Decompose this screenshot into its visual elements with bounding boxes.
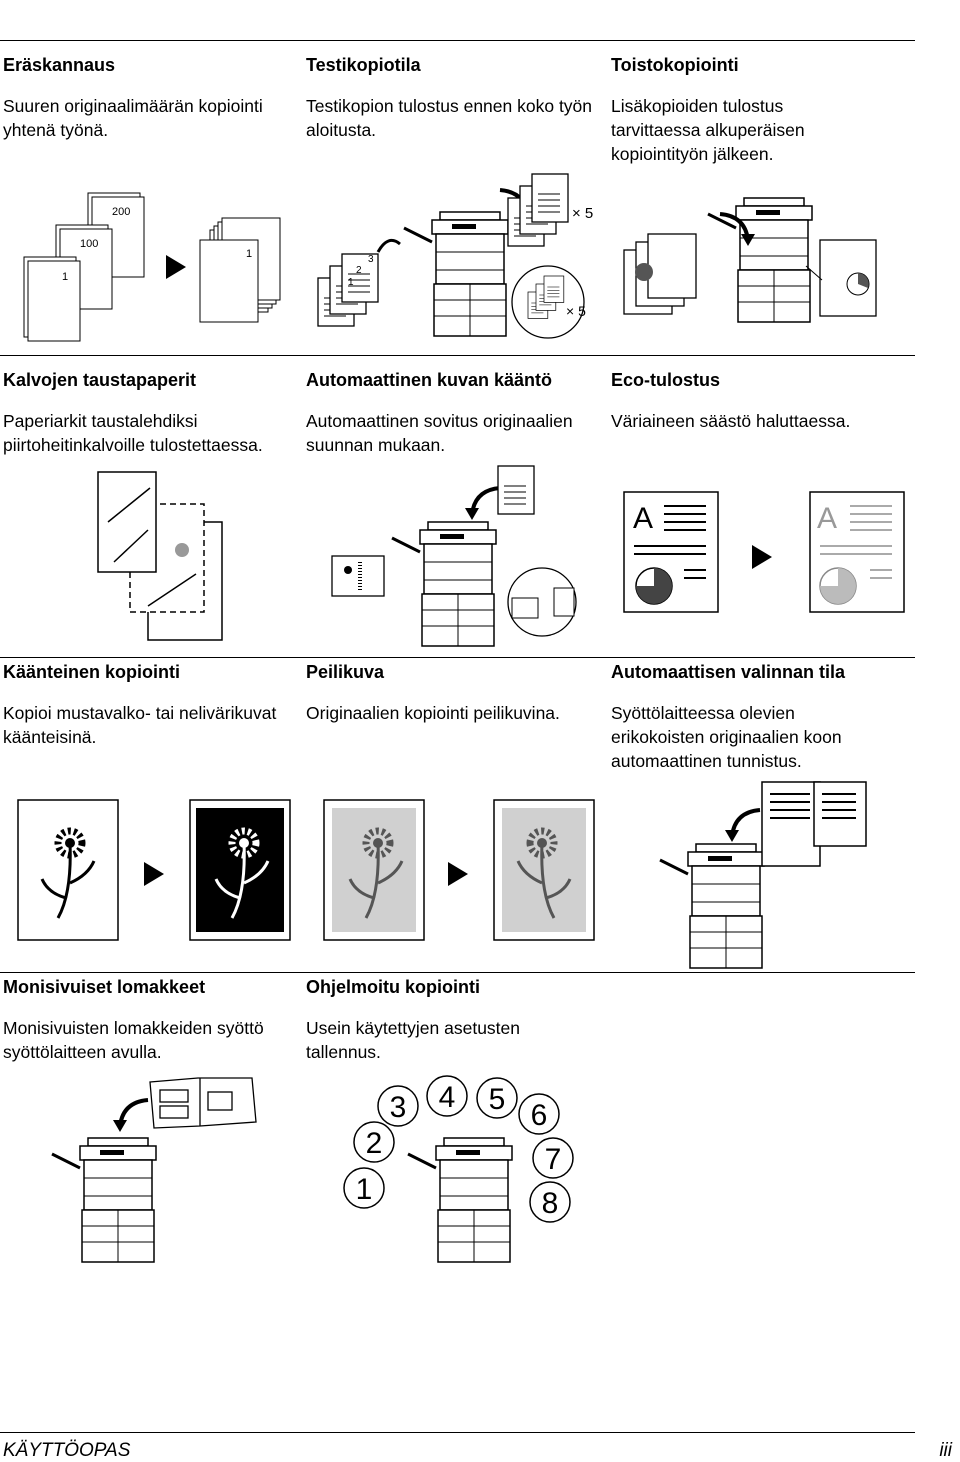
auto-selection-illustration	[658, 781, 867, 970]
feature-eraskannaus: Eräskannaus Suuren originaalimäärän kopi…	[3, 54, 303, 142]
feature-desc: Suuren originaalimäärän kopiointi yhtenä…	[3, 96, 263, 140]
negative-copy-illustration	[17, 799, 291, 941]
section-rule-4	[0, 972, 915, 973]
feature-title: Peilikuva	[306, 662, 385, 682]
auto-rotate-illustration	[331, 465, 577, 648]
stack-label-200: 200	[112, 206, 130, 218]
feature-valinta: Automaattisen valinnan tila Syöttölaitte…	[611, 661, 881, 773]
mirror-image-illustration	[323, 799, 595, 941]
section-rule-3	[0, 657, 915, 658]
page-number: iii	[939, 1440, 952, 1461]
manual-title: KÄYTTÖOPAS	[3, 1440, 131, 1461]
times-five-label-small: × 5	[566, 303, 586, 319]
transparency-backing-illustration	[97, 471, 223, 641]
feature-desc: Syöttölaitteessa olevien erikokoisten or…	[611, 703, 842, 771]
feature-desc: Paperiarkit taustalehdiksi piirtoheitink…	[3, 411, 263, 455]
test-page-3: 3	[368, 254, 374, 265]
feature-desc: Kopioi mustavalko- tai nelivärikuvat kää…	[3, 703, 277, 747]
section-rule-1	[0, 40, 915, 41]
feature-title: Ohjelmoitu kopiointi	[306, 977, 480, 997]
feature-title: Testikopiotila	[306, 55, 421, 75]
multipage-forms-illustration	[50, 1077, 257, 1264]
program-copy-illustration: 1 2 3 4 5 6 7 8	[343, 1075, 574, 1264]
feature-title: Kalvojen taustapaperit	[3, 370, 197, 390]
feature-lomakkeet: Monisivuiset lomakkeet Monisivuisten lom…	[3, 976, 303, 1064]
program-number-6: 6	[531, 1099, 548, 1132]
times-five-label: × 5	[572, 205, 593, 222]
program-number-8: 8	[542, 1187, 559, 1220]
test-page-1: 1	[348, 277, 354, 288]
stack-label-100: 100	[80, 238, 98, 250]
eco-print-illustration: A A	[623, 491, 905, 613]
letter-a-light: A	[817, 502, 837, 535]
program-number-2: 2	[366, 1127, 383, 1160]
feature-title: Monisivuiset lomakkeet	[3, 977, 206, 997]
stack-label-1: 1	[62, 271, 68, 283]
feature-testikopiotila: Testikopiotila Testikopion tulostus enne…	[306, 54, 606, 142]
feature-desc: Monisivuisten lomakkeiden syöttö syöttöl…	[3, 1018, 264, 1062]
feature-desc: Automaattinen sovitus originaalien suunn…	[306, 411, 573, 455]
feature-peilikuva: Peilikuva Originaalien kopiointi peiliku…	[306, 661, 606, 725]
feature-kaanteinen: Käänteinen kopiointi Kopioi mustavalko- …	[3, 661, 303, 749]
feature-desc: Testikopion tulostus ennen koko työn alo…	[306, 96, 593, 140]
feature-kalvojen: Kalvojen taustapaperit Paperiarkit taust…	[3, 369, 303, 457]
feature-toistokopiointi: Toistokopiointi Lisäkopioiden tulostus t…	[611, 54, 841, 166]
program-number-1: 1	[356, 1173, 373, 1206]
repeat-copy-illustration	[623, 196, 877, 324]
feature-eco: Eco-tulostus Väriaineen säästö haluttaes…	[611, 369, 911, 433]
batch-scan-illustration: 200 100 1 1	[23, 192, 281, 342]
feature-kaanto: Automaattinen kuvan kääntö Automaattinen…	[306, 369, 606, 457]
footer-rule	[0, 1432, 915, 1433]
feature-title: Automaattisen valinnan tila	[611, 662, 846, 682]
program-number-3: 3	[390, 1091, 407, 1124]
test-copy-illustration: 1 2 3 × 5 × 5	[317, 173, 593, 339]
program-number-5: 5	[489, 1083, 506, 1116]
feature-desc: Väriaineen säästö haluttaessa.	[611, 411, 851, 431]
feature-title: Toistokopiointi	[611, 55, 739, 75]
feature-title: Eräskannaus	[3, 55, 116, 75]
feature-title: Käänteinen kopiointi	[3, 662, 181, 682]
feature-title: Automaattinen kuvan kääntö	[306, 370, 553, 390]
feature-desc: Usein käytettyjen asetusten tallennus.	[306, 1018, 521, 1062]
feature-ohjelmoitu: Ohjelmoitu kopiointi Usein käytettyjen a…	[306, 976, 606, 1064]
test-page-2: 2	[356, 265, 362, 276]
letter-a-dark: A	[633, 502, 653, 535]
copy-label-1: 1	[246, 248, 252, 260]
feature-title: Eco-tulostus	[611, 370, 721, 390]
program-number-7: 7	[545, 1143, 562, 1176]
feature-desc: Lisäkopioiden tulostus tarvittaessa alku…	[611, 96, 805, 164]
feature-desc: Originaalien kopiointi peilikuvina.	[306, 703, 560, 723]
program-number-4: 4	[439, 1081, 456, 1114]
section-rule-2	[0, 355, 915, 356]
